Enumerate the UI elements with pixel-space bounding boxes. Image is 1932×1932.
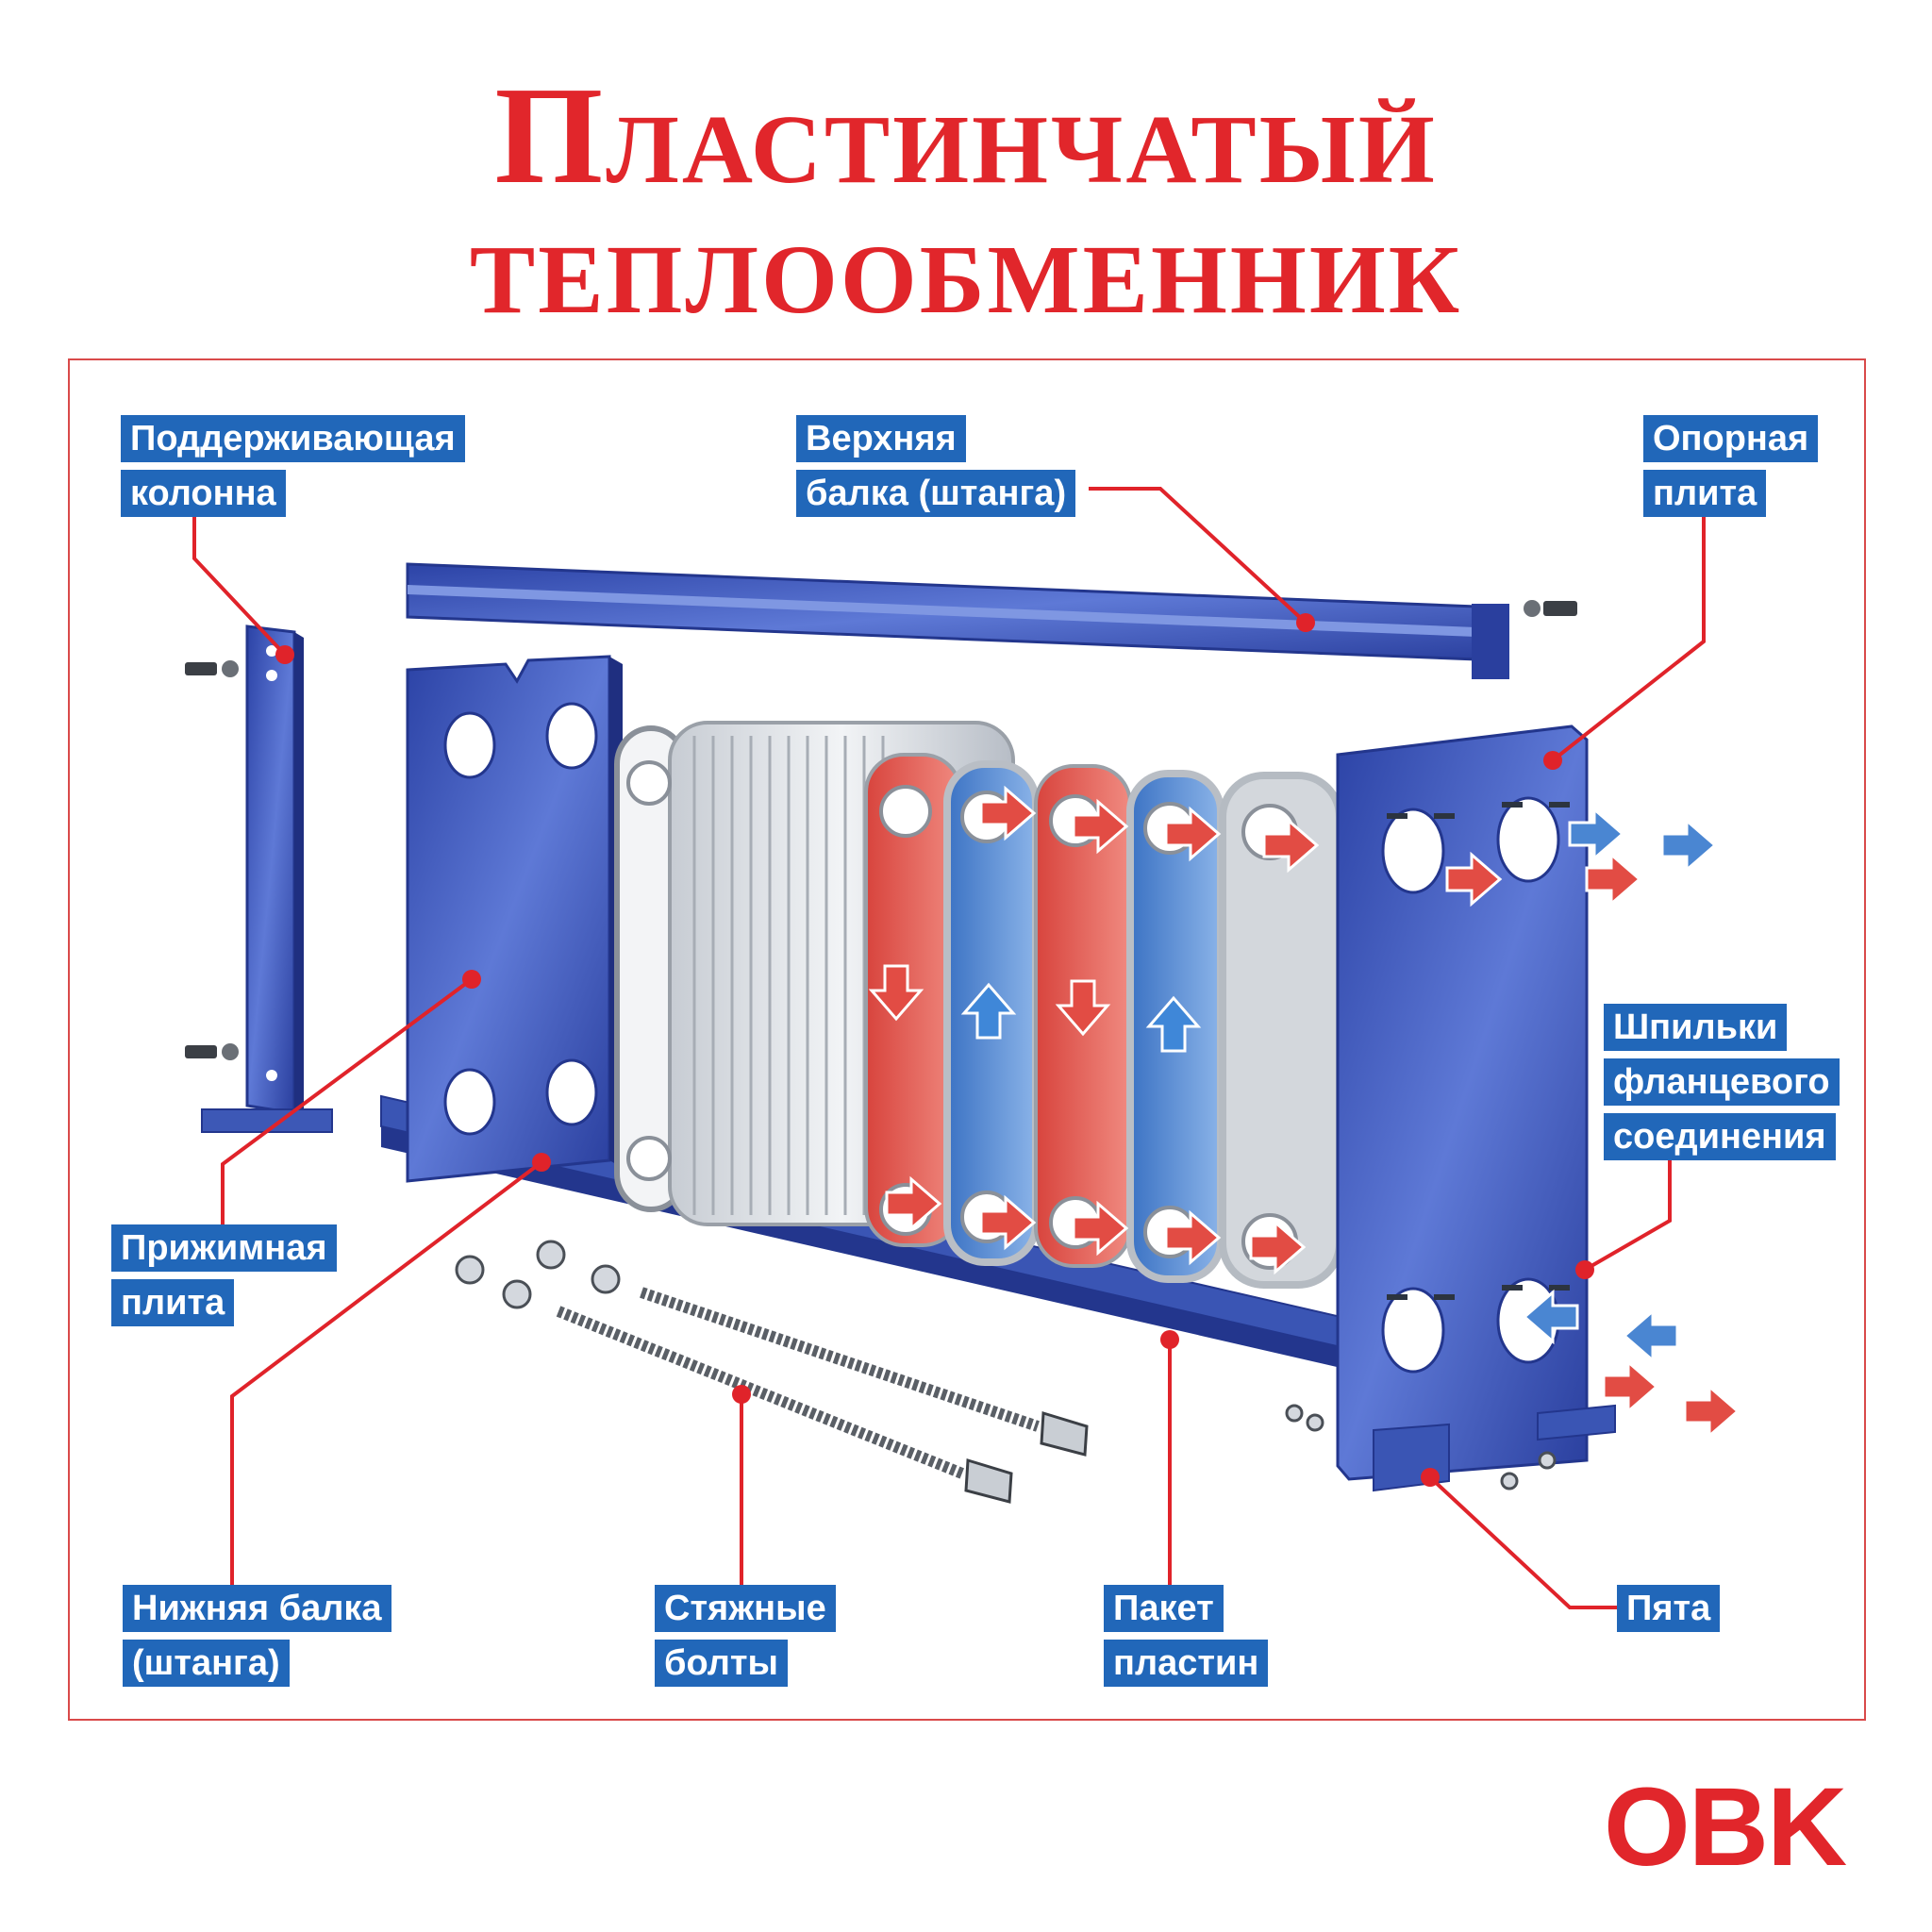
- label-bottom-beam: Нижняя балка (штанга): [123, 1585, 391, 1694]
- leader-support-column: [192, 509, 287, 657]
- tie-bolts-part: [556, 1287, 1089, 1504]
- label-pressure-plate: Прижимная плита: [111, 1224, 337, 1334]
- label-pressure-plate-line2: плита: [111, 1279, 235, 1326]
- leader-frame-plate: [1551, 509, 1706, 762]
- label-bottom-beam-line1: Нижняя балка: [123, 1585, 391, 1632]
- label-tie-bolts-line2: болты: [655, 1640, 788, 1687]
- label-top-beam-line1: Верхняя: [796, 415, 966, 462]
- label-flange-studs-line1: Шпильки: [1604, 1004, 1788, 1051]
- leader-dot-bottom-beam: [532, 1153, 551, 1172]
- pressure-plate-part: [406, 655, 623, 1183]
- nuts-washers: [455, 1240, 1557, 1491]
- label-plate-pack: Пакет пластин: [1104, 1585, 1269, 1694]
- top-beam-bolt: [1524, 600, 1577, 617]
- frame-plate-part: [1336, 724, 1589, 1481]
- label-top-beam-line2: балка (штанга): [796, 470, 1076, 517]
- label-support-column: Поддерживающая колонна: [121, 415, 465, 525]
- label-plate-pack-line1: Пакет: [1104, 1585, 1224, 1632]
- leader-top-beam: [1089, 487, 1307, 625]
- label-top-beam: Верхняя балка (штанга): [796, 415, 1076, 525]
- diagram-frame: [68, 358, 1866, 1721]
- leader-dot-plate-pack: [1160, 1330, 1179, 1349]
- top-beam-part: [406, 562, 1509, 679]
- label-plate-pack-line2: пластин: [1104, 1640, 1269, 1687]
- leader-pressure-plate: [221, 977, 474, 1224]
- leader-dot-frame-plate: [1543, 751, 1562, 770]
- label-flange-studs-line2: фланцевого: [1604, 1058, 1840, 1106]
- label-tie-bolts-line1: Стяжные: [655, 1585, 836, 1632]
- leader-bottom-beam: [230, 1160, 543, 1604]
- leader-dot-tie-bolts: [732, 1385, 751, 1404]
- leader-dot-top-beam: [1296, 613, 1315, 632]
- flange-studs-part: [1387, 802, 1570, 1300]
- label-frame-plate-line1: Опорная: [1643, 415, 1819, 462]
- label-frame-plate: Опорная плита: [1643, 415, 1819, 525]
- title-line-1: Пластинчатый: [494, 58, 1438, 213]
- label-flange-studs: Шпильки фланцевого соединения: [1604, 1004, 1840, 1168]
- leader-dot-foot: [1421, 1468, 1440, 1487]
- label-pressure-plate-line1: Прижимная: [111, 1224, 337, 1272]
- support-column-part: [201, 625, 333, 1133]
- leader-dot-pressure-plate: [462, 970, 481, 989]
- leader-flange-studs: [1583, 1157, 1672, 1272]
- label-support-column-line2: колонна: [121, 470, 286, 517]
- label-foot-line1: Пята: [1617, 1585, 1721, 1632]
- label-tie-bolts: Стяжные болты: [655, 1585, 836, 1694]
- foot-part: [1373, 1404, 1616, 1492]
- label-foot: Пята: [1617, 1585, 1721, 1640]
- label-frame-plate-line2: плита: [1643, 470, 1767, 517]
- leader-dot-support-column: [275, 645, 294, 664]
- label-flange-studs-line3: соединения: [1604, 1113, 1836, 1160]
- brand-logo: OBK: [1604, 1765, 1847, 1890]
- label-support-column-line1: Поддерживающая: [121, 415, 465, 462]
- label-bottom-beam-line2: (штанга): [123, 1640, 290, 1687]
- plate-pack-part: [614, 721, 1343, 1289]
- leader-foot: [1428, 1475, 1626, 1609]
- column-bolts: [185, 660, 239, 1060]
- leader-dot-flange-studs: [1575, 1260, 1594, 1279]
- title-line-2: теплообменник: [469, 189, 1463, 343]
